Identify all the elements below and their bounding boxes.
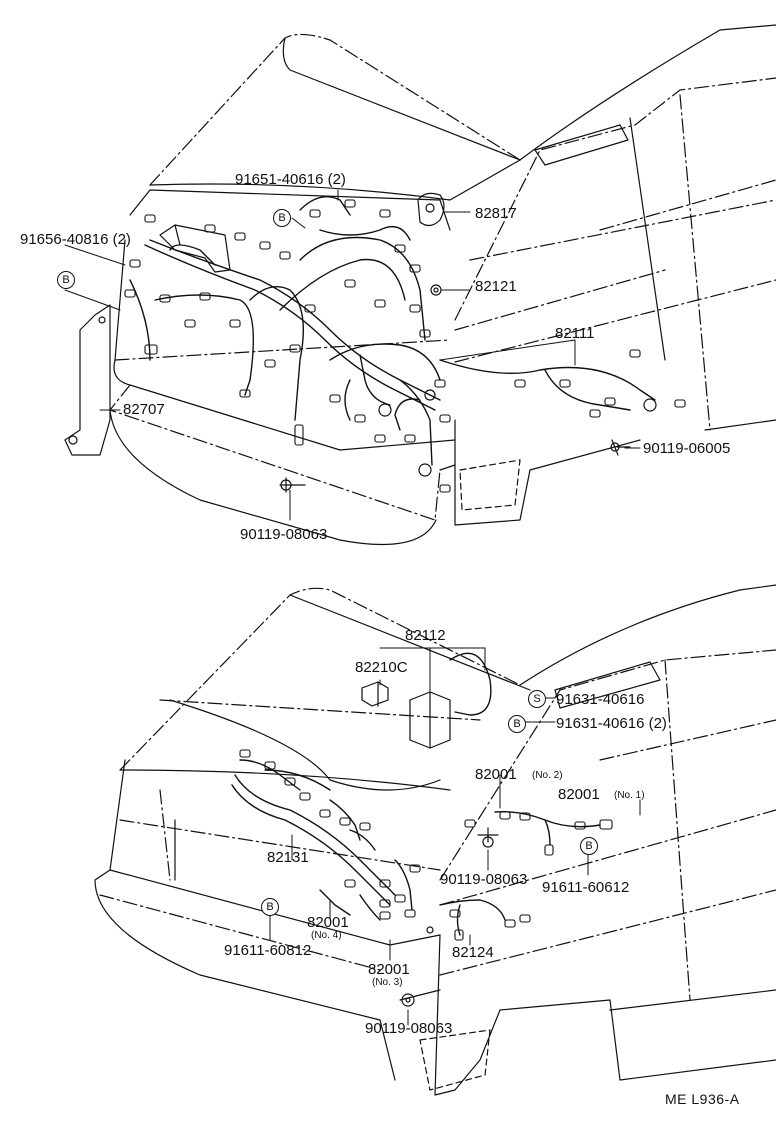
label-part-91656-40816: 91656-40816 (2)	[20, 231, 131, 248]
label-part-82131: 82131	[267, 849, 309, 866]
top-wire-harness	[129, 196, 656, 466]
badge-s-91631: S	[528, 690, 546, 708]
label-part-90119-06005: 90119-06005	[643, 440, 731, 457]
bottom-hardware	[361, 681, 499, 1007]
badge-b-91656: B	[57, 271, 75, 289]
label-no1: (No. 1)	[614, 790, 645, 801]
label-part-82121: 82121	[475, 278, 517, 295]
label-part-82001-no4: 82001	[307, 914, 349, 931]
label-part-91611-60612: 91611-60612	[542, 879, 630, 896]
label-no3: (No. 3)	[372, 977, 403, 988]
label-no4: (No. 4)	[311, 930, 342, 941]
drawing-code: ME L936-A	[665, 1091, 740, 1107]
label-part-91631-40616-2: 91631-40616 (2)	[556, 715, 667, 732]
bottom-vehicle-body	[94, 584, 776, 1096]
label-part-82001-no2: 82001	[475, 766, 517, 783]
badge-b-91611-60612: B	[580, 837, 598, 855]
label-part-82001-no1: 82001	[558, 786, 600, 803]
label-part-82817: 82817	[475, 205, 517, 222]
label-part-82124: 82124	[452, 944, 494, 961]
top-hardware	[64, 192, 657, 493]
label-part-91611-60812: 91611-60812	[224, 942, 312, 959]
label-part-82707: 82707	[123, 401, 165, 418]
bottom-wire-harness	[231, 652, 601, 936]
label-part-90119-08063-a: 90119-08063	[440, 871, 528, 888]
badge-b-91611-60812: B	[261, 898, 279, 916]
label-part-82111: 82111	[555, 325, 595, 342]
label-part-91651-40616: 91651-40616 (2)	[235, 171, 346, 188]
bottom-connectors	[239, 749, 613, 941]
label-part-90119-08063-b: 90119-08063	[365, 1020, 453, 1037]
label-part-82001-no3: 82001	[368, 961, 410, 978]
top-leaders	[64, 189, 641, 521]
top-vehicle-body	[109, 24, 776, 546]
badge-b-91631: B	[508, 715, 526, 733]
top-connectors	[124, 199, 686, 493]
label-no2: (No. 2)	[532, 770, 563, 781]
label-part-82112: 82112	[405, 627, 446, 644]
label-part-91631-40616: 91631-40616	[556, 691, 645, 708]
label-part-82210c: 82210C	[355, 659, 408, 676]
label-part-90119-08063: 90119-08063	[240, 526, 328, 543]
badge-b-91651: B	[273, 209, 291, 227]
